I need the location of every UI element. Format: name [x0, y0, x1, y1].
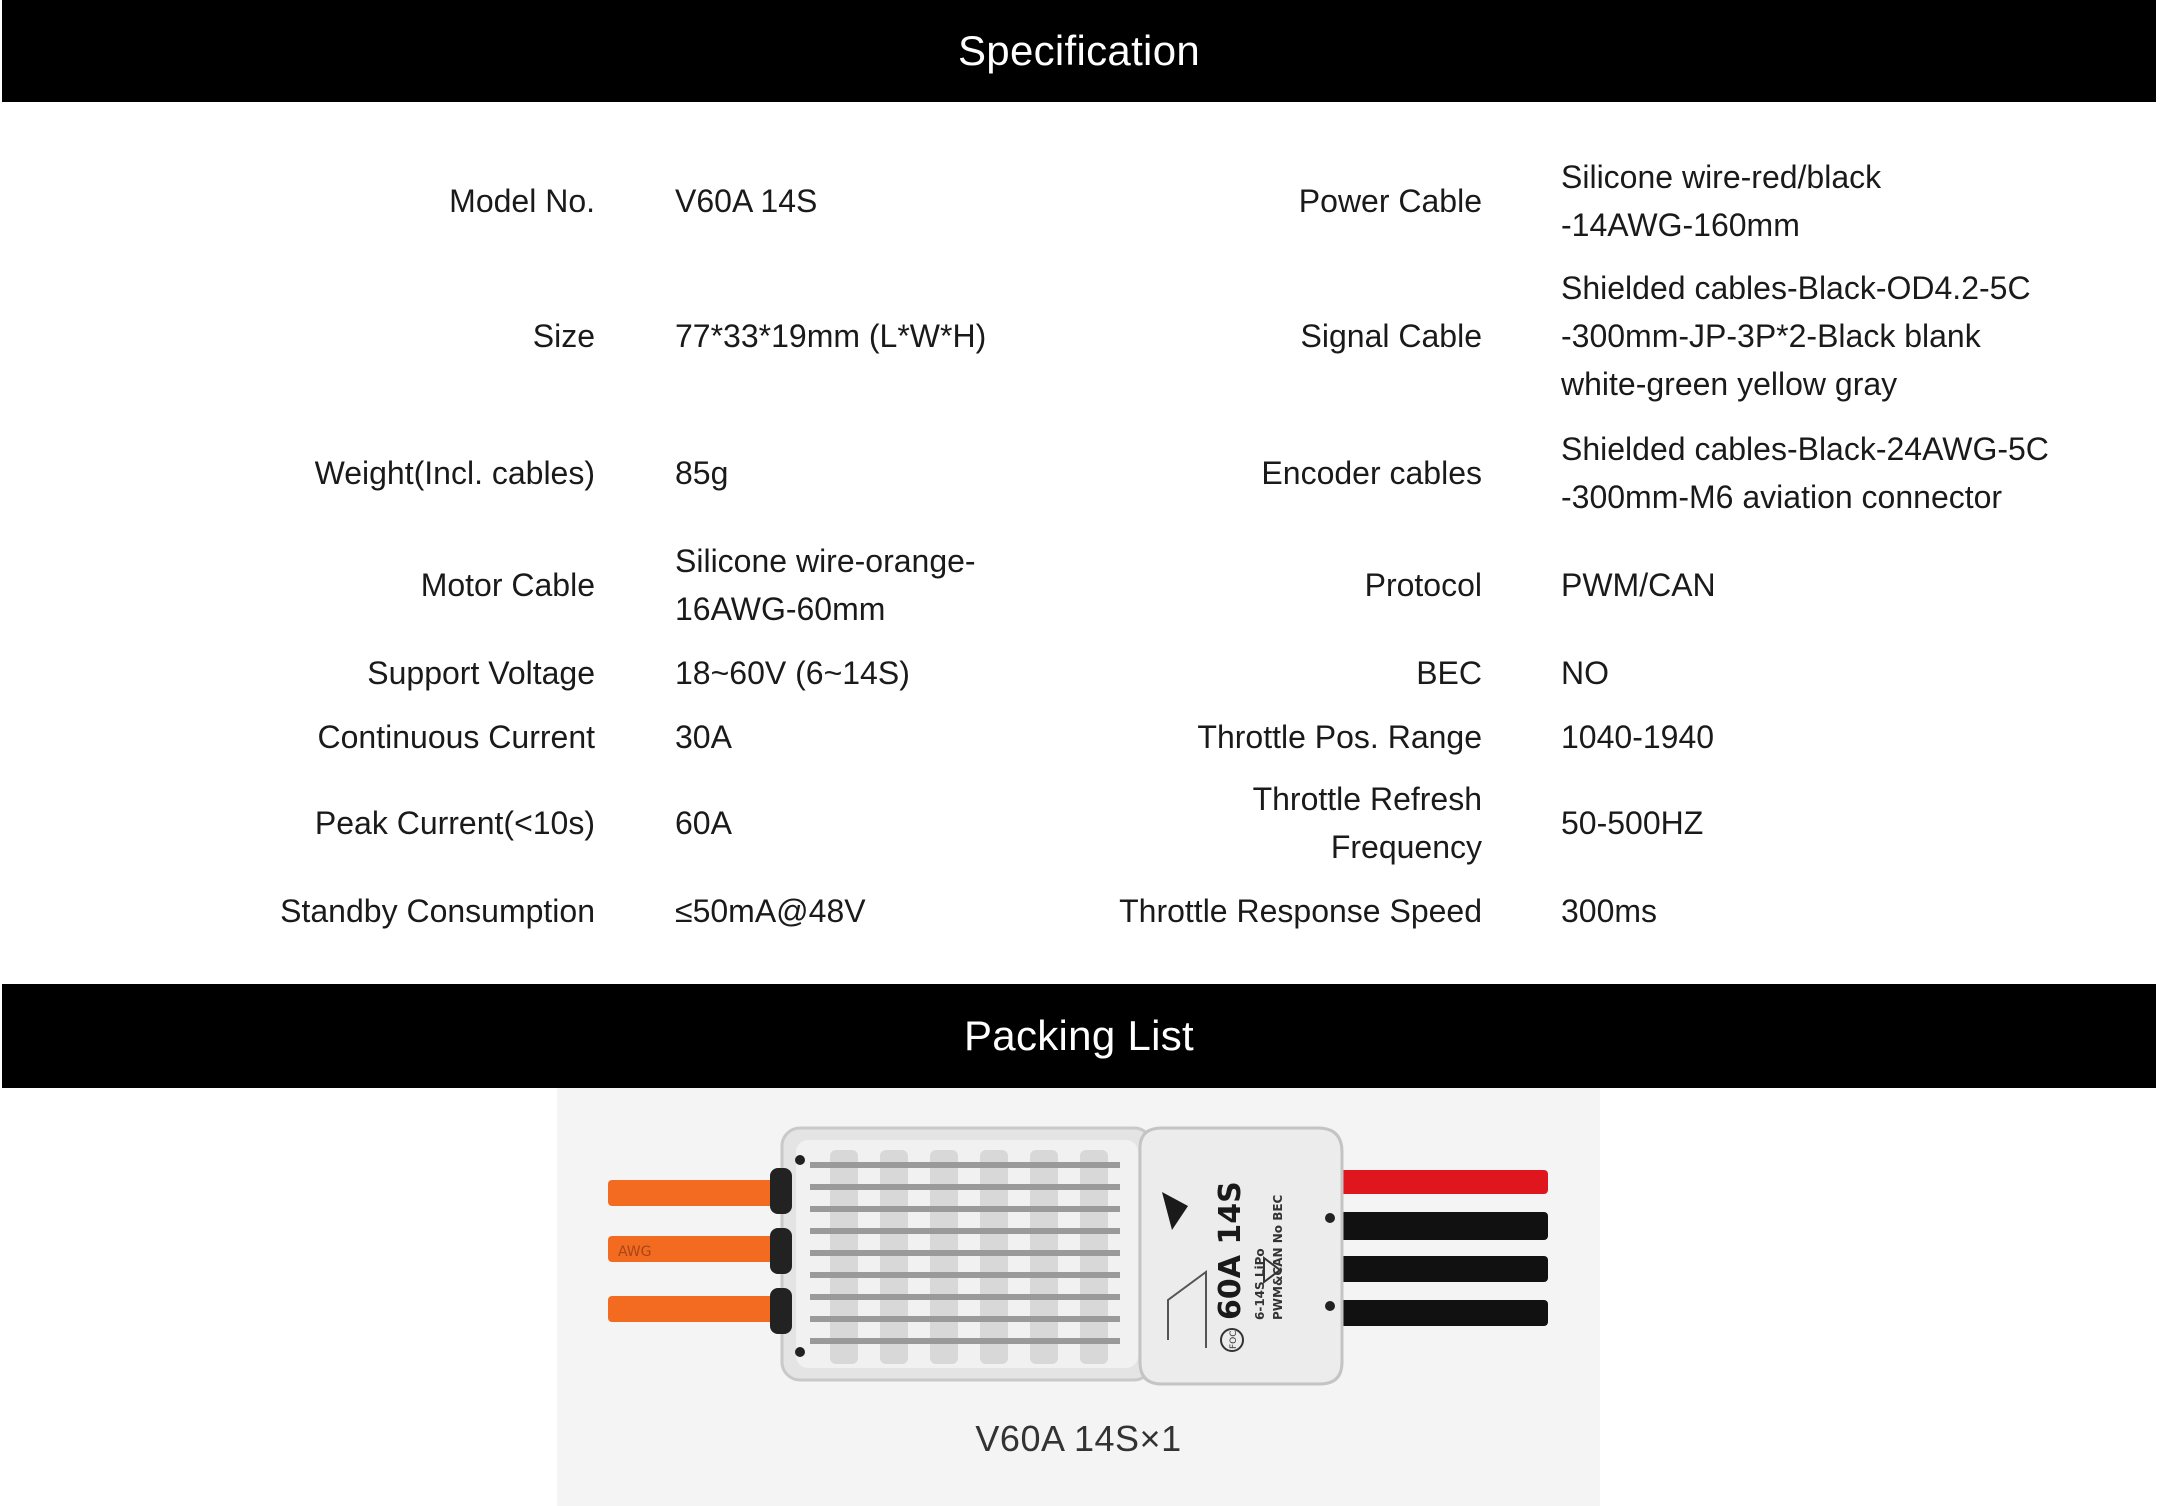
spec-row: Motor Cable Silicone wire-orange- 16AWG-…	[0, 537, 2160, 633]
spec-label: Throttle Response Speed	[1119, 893, 1482, 929]
spec-label: Protocol	[1364, 567, 1482, 603]
spec-value: 18~60V (6~14S)	[675, 655, 910, 691]
spec-row: Continuous Current 30A Throttle Pos. Ran…	[0, 712, 2160, 762]
spec-value: Shielded cables-Black-OD4.2-5C -300mm-JP…	[1561, 270, 2031, 402]
spec-label: Weight(Incl. cables)	[314, 455, 595, 491]
spec-value: NO	[1561, 655, 1609, 691]
spec-row: Weight(Incl. cables) 85g Encoder cables …	[0, 424, 2160, 522]
label-model-text: 60A 14S	[1213, 1181, 1248, 1320]
spec-row: Peak Current(<10s) 60A Throttle Refresh …	[0, 774, 2160, 872]
spec-value: PWM/CAN	[1561, 567, 1716, 603]
spec-value: Silicone wire-orange- 16AWG-60mm	[675, 543, 976, 627]
spec-value: ≤50mA@48V	[675, 893, 866, 929]
spec-row: Model No. V60A 14S Power Cable Silicone …	[0, 152, 2160, 250]
specification-header: Specification	[2, 0, 2156, 102]
spec-value: V60A 14S	[675, 183, 818, 219]
spec-label: Motor Cable	[420, 567, 595, 603]
motor-wires: AWG	[608, 1180, 798, 1322]
spec-row: Standby Consumption ≤50mA@48V Throttle R…	[0, 886, 2160, 936]
esc-heatsink	[770, 1126, 1154, 1382]
foc-badge-text: FOC	[1229, 1330, 1239, 1349]
brand-logo-icon	[1162, 1192, 1188, 1230]
specification-title: Specification	[957, 27, 1201, 74]
spec-value: Silicone wire-red/black -14AWG-160mm	[1561, 159, 1882, 243]
spec-label: Throttle Refresh Frequency	[1252, 781, 1482, 865]
label-cells-text: 6-14S LiPo	[1253, 1248, 1267, 1320]
spec-label: Standby Consumption	[280, 893, 595, 929]
spec-label: Encoder cables	[1261, 455, 1482, 491]
wire-print-text: AWG	[618, 1244, 652, 1260]
spec-value: 300ms	[1561, 893, 1658, 929]
label-protocol-text: PWM&CAN No BEC	[1271, 1194, 1285, 1320]
spec-value: 77*33*19mm (L*W*H)	[675, 318, 987, 354]
spec-value: 30A	[675, 719, 732, 755]
spec-label: Signal Cable	[1300, 318, 1482, 354]
spec-label: Continuous Current	[317, 719, 595, 755]
esc-label-cover: 60A 14S 6-14S LiPo PWM&CAN No BEC FOC	[1138, 1126, 1344, 1386]
spec-label: Throttle Pos. Range	[1197, 719, 1482, 755]
packing-list-title: Packing List	[963, 1012, 1195, 1059]
spec-table: Model No. V60A 14S Power Cable Silicone …	[0, 102, 2160, 984]
spec-row: Support Voltage 18~60V (6~14S) BEC NO	[0, 648, 2160, 698]
spec-row: Size 77*33*19mm (L*W*H) Signal Cable Shi…	[0, 262, 2160, 410]
spec-label: Size	[532, 318, 595, 354]
spec-value: 85g	[675, 455, 729, 491]
spec-value: 60A	[675, 805, 732, 841]
spec-label: Support Voltage	[367, 655, 595, 691]
spec-value: Shielded cables-Black-24AWG-5C -300mm-M6…	[1561, 431, 2049, 515]
spec-label: Peak Current(<10s)	[314, 805, 595, 841]
spec-value: 1040-1940	[1561, 719, 1715, 755]
packing-list-header: Packing List	[2, 984, 2156, 1088]
spec-label: BEC	[1416, 655, 1482, 691]
spec-label: Model No.	[449, 183, 595, 219]
power-wires	[1340, 1170, 1548, 1326]
spec-label: Power Cable	[1298, 183, 1482, 219]
spec-value: 50-500HZ	[1561, 805, 1704, 841]
product-caption: V60A 14S×1	[975, 1418, 1182, 1459]
